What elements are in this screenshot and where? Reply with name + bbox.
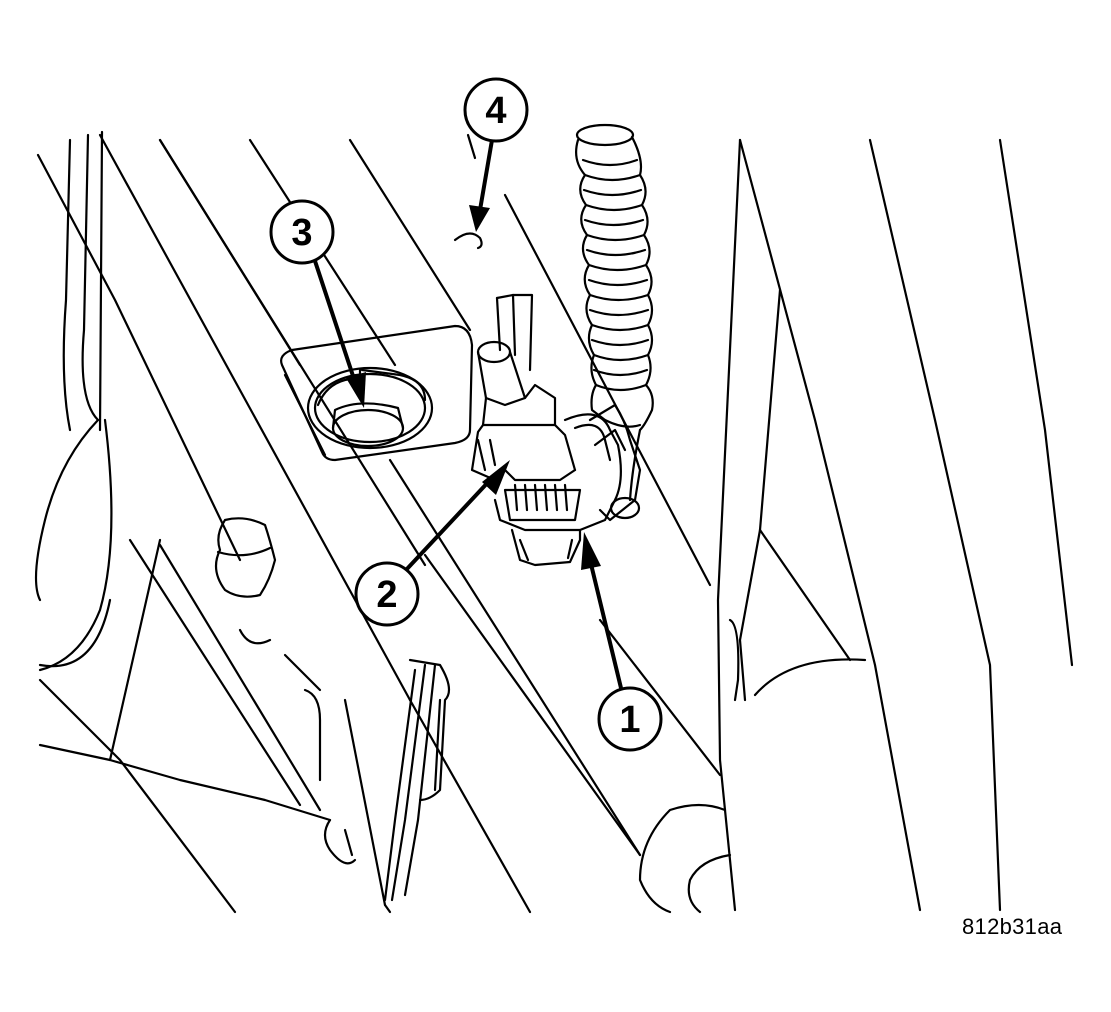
callout-3: 3 (269, 199, 335, 265)
leader-arrows (312, 138, 623, 690)
callout-1: 1 (597, 686, 663, 752)
wire-harness (575, 123, 654, 502)
arrowhead-1 (581, 532, 601, 570)
arrow-2 (404, 476, 494, 572)
callout-4: 4 (463, 77, 529, 143)
callout-1-number: 1 (619, 699, 640, 741)
callout-4-number: 4 (485, 90, 506, 132)
center-panel-lines (98, 133, 722, 914)
arrowhead-2 (482, 460, 510, 495)
callout-2-number: 2 (376, 574, 397, 616)
brake-pedal-mark (453, 232, 483, 250)
arrowhead-4 (469, 205, 490, 232)
switch-body (470, 293, 577, 482)
arrow-1 (588, 558, 623, 690)
arrow-4 (478, 138, 494, 212)
mounting-plate (280, 324, 474, 462)
connector (493, 403, 642, 567)
bracket (383, 658, 451, 902)
right-panel (638, 138, 1074, 914)
arrowhead-3 (346, 372, 366, 408)
callout-3-number: 3 (291, 212, 312, 254)
arrow-3 (312, 256, 358, 387)
callout-2: 2 (354, 561, 420, 627)
left-pillar (34, 130, 387, 914)
figure-id-label: 812b31aa (962, 914, 1063, 939)
arrow-heads (346, 205, 601, 570)
